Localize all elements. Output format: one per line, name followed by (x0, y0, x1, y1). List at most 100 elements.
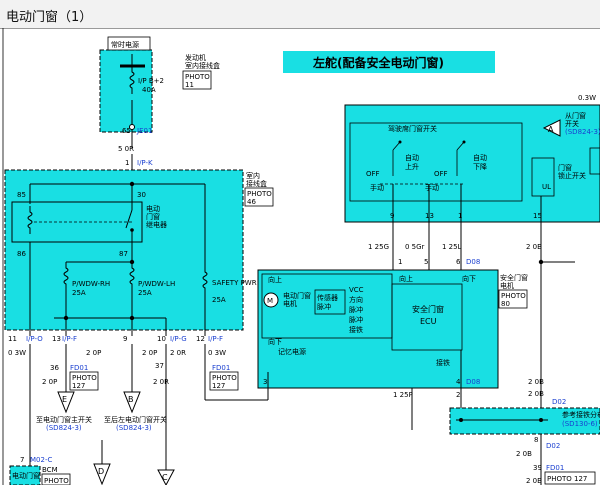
ecu-right-label: 安全门窗 (500, 273, 528, 282)
wire-03w-2: 0 3W (208, 349, 226, 357)
ds-auto-down-2: 下降 (473, 162, 487, 171)
fuse-rh-amp: 25A (72, 289, 86, 297)
out-pin-10: 10 (157, 335, 166, 343)
rs-pin-8: 8 (534, 436, 538, 444)
lock-ul: UL (542, 183, 551, 191)
ecu-memory: 记忆电源 (278, 347, 306, 356)
junction-box (4, 169, 244, 331)
bcm-photo: PHOTO (44, 477, 69, 485)
ds-auto-up-2: 上升 (405, 162, 419, 171)
ds-pin-13: 13 (425, 212, 434, 220)
fd01-left-wire: 2 0P (42, 378, 57, 386)
ecu-pin-2: 2 (456, 391, 460, 399)
port-ground: 接铁 (349, 325, 363, 334)
ground-bar (449, 407, 600, 435)
junction-label-2: 接线盒 (246, 179, 267, 188)
fd01-mid-photo: PHOTO (212, 374, 237, 382)
out-pin-11: 11 (8, 335, 17, 343)
lock-label-2: 锁止开关 (558, 171, 586, 180)
ref-e-ref: (SD824-3) (46, 424, 82, 432)
sensor-pulse: 脉冲 (317, 302, 331, 311)
wire-20b: 2 0B (526, 243, 542, 251)
ecu-conn-d08-2: D08 (466, 378, 480, 386)
fuse-lh-amp: 25A (138, 289, 152, 297)
ds-manual: 手动 (370, 183, 384, 192)
banner-title: 左舵(配备安全电动门窗) (312, 55, 444, 70)
fuse-lh-name: P/WDW-LH (138, 280, 175, 288)
ds-off: OFF (366, 170, 380, 178)
engine-box-label: 发动机 (185, 53, 206, 62)
fuse-rh-icon (63, 262, 69, 298)
relay-label-2: 门窗 (146, 212, 160, 221)
ecu-box (257, 269, 499, 389)
fd01-mid-wire: 2 0R (153, 378, 169, 386)
ecu-up-left: 向上 (268, 275, 282, 284)
wire-20r: 2 0R (170, 349, 186, 357)
ref-b-text: 至后左电动门窗开关 (104, 415, 167, 424)
ref-e-letter: E (62, 395, 67, 404)
ds-pin-1: 1 (458, 212, 462, 220)
pin-86: 86 (17, 250, 26, 258)
out-conn-ipo: I/P-O (26, 335, 43, 343)
rs-wire-2: 2 0B (528, 390, 544, 398)
fd01-mid-photo-num: 127 (212, 382, 225, 390)
ecu-conn-d08: D08 (466, 258, 480, 266)
title-bar: 电动门窗（1） (0, 0, 600, 29)
bcm-box: 电动门窗 (12, 471, 40, 480)
pin-85: 85 (17, 191, 26, 199)
ecu-pin-6: 6 (456, 258, 461, 266)
fuse-lh-icon (129, 262, 135, 298)
main-fuse-name: I/P B+2 (138, 77, 164, 85)
ref-a-text-1: 从门窗 (565, 111, 586, 120)
fd01-left-photo: PHOTO (72, 374, 97, 382)
wiring-diagram: 常时电源 I/P B+2 40A 发动机 室内接线盒 PHOTO 11 65 J… (2, 28, 600, 485)
out-pin-9: 9 (123, 335, 127, 343)
photo-11-num: 11 (185, 81, 194, 89)
ecu-pin-1: 1 (398, 258, 402, 266)
ecu-pin-5: 5 (424, 258, 428, 266)
rs-fd01: FD01 (546, 464, 564, 472)
ipk-pin: 1 (125, 159, 129, 167)
ecu-label-2: ECU (420, 317, 437, 326)
pin-87: 87 (119, 250, 128, 258)
main-fuse-icon (129, 66, 135, 94)
rs-photo: PHOTO 127 (547, 475, 587, 483)
ref-b-letter: B (128, 395, 134, 404)
ground-ref-2: (SD130-6) (562, 420, 598, 428)
pin-15: 15 (533, 212, 542, 220)
ref-d-letter: D (98, 467, 104, 476)
fuse-safety-icon (202, 268, 208, 302)
junction-label: 室内 (246, 171, 260, 180)
rs-conn-d02: D02 (552, 398, 566, 406)
ref-b-ref: (SD824-3) (116, 424, 152, 432)
out-conn-ipf-2: I/P-F (208, 335, 223, 343)
ds-off-2: OFF (434, 170, 448, 178)
bcm-pin: 7 (20, 456, 24, 464)
sensor-label: 传感器 (317, 293, 338, 302)
bcm-label: BCM (42, 466, 58, 474)
ecu-pin-3: 3 (263, 378, 267, 386)
ref-e-text: 至电动门窗主开关 (36, 415, 92, 424)
relay-coil-icon (27, 206, 33, 234)
out-pin-13: 13 (52, 335, 61, 343)
rs-wire-4: 2 0B (526, 477, 542, 485)
fuse-safety-amp: 25A (212, 296, 226, 304)
ds-pin-9: 9 (390, 212, 394, 220)
motor-label-2: 电机 (283, 299, 297, 308)
wire-20p-2: 2 0P (142, 349, 157, 357)
fd01-mid: FD01 (212, 364, 230, 372)
ecu-up: 向上 (399, 274, 413, 283)
ref-a-text-2: 开关 (565, 119, 579, 128)
out-pin-12: 12 (196, 335, 205, 343)
port-pulse-1: 脉冲 (349, 305, 363, 314)
je01-pin: 65 (122, 127, 131, 135)
fd01-mid-pin37: 37 (155, 362, 164, 370)
ground-ref-1: 参考接铁分布 (562, 410, 600, 419)
fuse-rh-name: P/WDW-RH (72, 280, 110, 288)
ref-c-letter: C (162, 473, 168, 482)
ecu-photo: PHOTO (501, 292, 526, 300)
ds-auto-down: 自动 (473, 153, 487, 162)
ecu-photo-num: 80 (501, 300, 510, 308)
port-vcc: VCC (349, 286, 364, 294)
out-conn-ipf: I/P-F (62, 335, 77, 343)
